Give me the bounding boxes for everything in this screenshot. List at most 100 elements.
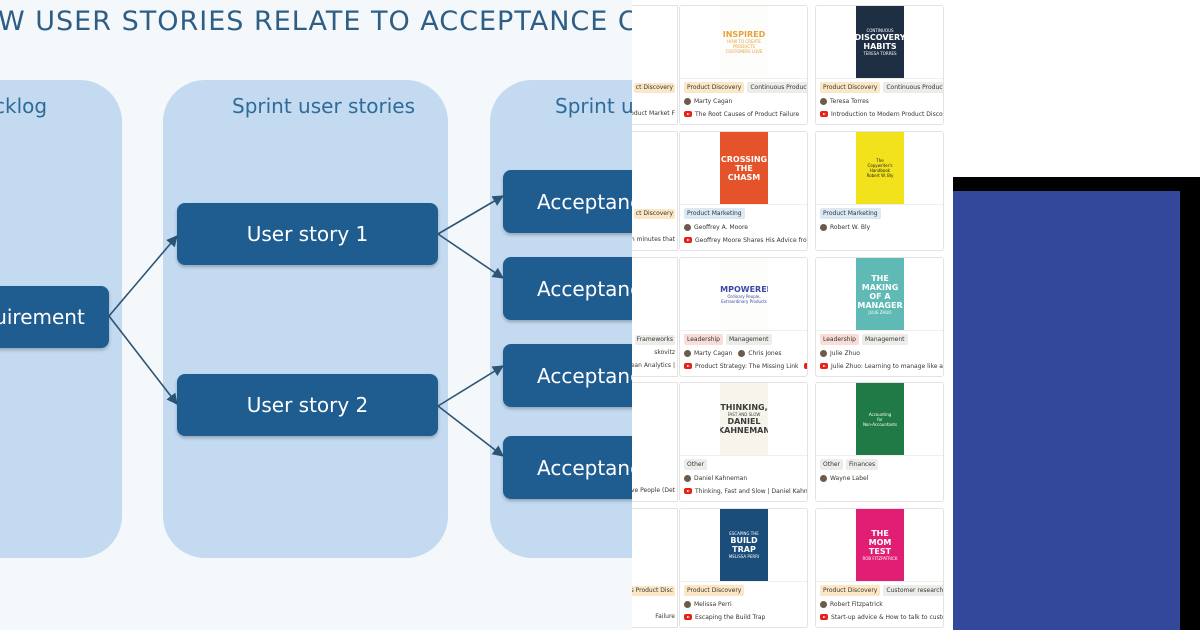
youtube-icon	[684, 111, 692, 117]
video-link-row[interactable]: Escaping the Build Trap	[684, 612, 765, 622]
category-tag[interactable]: Leadership	[684, 334, 723, 345]
author-avatar-icon	[684, 349, 691, 357]
user-story-2-box: User story 2	[177, 374, 438, 436]
video-title[interactable]: Geoffrey Moore Shares His Advice from 'C…	[695, 236, 807, 244]
video-link-row[interactable]: Geoffrey Moore Shares His Advice from 'C…	[684, 235, 807, 245]
partial-book-card[interactable]: ct DiscoveryProduct Market F	[632, 5, 678, 125]
video-title[interactable]: Product Strategy: The Missing Link	[695, 362, 799, 370]
book-cover-text: THE	[871, 273, 889, 283]
author-name[interactable]: Geoffrey A. Moore	[694, 223, 748, 231]
category-tag[interactable]: ct Discovery	[633, 83, 675, 93]
video-link-row[interactable]: Product Strategy: The Missing LinkEMP	[684, 361, 807, 371]
arrow-req-to-story1	[108, 235, 178, 317]
author-row: Julie Zhuo	[820, 348, 860, 358]
category-tag[interactable]: Customer research	[883, 585, 943, 596]
author-name[interactable]: Julie Zhuo	[830, 349, 860, 357]
category-tag[interactable]: Finances	[846, 459, 879, 470]
video-link-row[interactable]: Start-up advice & How to talk to custome…	[820, 612, 943, 622]
category-tag[interactable]: Product Marketing	[684, 208, 745, 219]
category-tag[interactable]: Management	[725, 334, 772, 345]
author-name[interactable]: Marty Cagan	[694, 349, 733, 357]
author-avatar-icon	[820, 97, 827, 105]
partial-card-text: skovitz	[654, 349, 675, 356]
author-name[interactable]: Teresa Torres	[830, 97, 869, 105]
author-name[interactable]: Chris Jones	[748, 349, 782, 357]
book-cover-text: MOM	[868, 538, 892, 547]
partial-book-card[interactable]: ve People (Det	[632, 382, 678, 502]
video-title[interactable]: The Root Causes of Product Failure	[695, 110, 800, 118]
category-tag[interactable]: Product Discovery	[820, 82, 881, 93]
book-cover[interactable]: EMPOWEREDOrdinary People, Extraordinary …	[720, 258, 768, 330]
book-cover-text: BUILD	[730, 536, 758, 545]
category-tag[interactable]: Management	[861, 334, 908, 345]
category-tag[interactable]: Product Marketing	[820, 208, 881, 219]
youtube-icon	[820, 614, 828, 620]
category-tag[interactable]: Continuous Product Discovery	[747, 82, 807, 93]
book-card[interactable]: EMPOWEREDOrdinary People, Extraordinary …	[679, 257, 808, 377]
partial-card-text: ean Analytics |	[632, 362, 675, 369]
book-cover-area: EMPOWEREDOrdinary People, Extraordinary …	[680, 258, 807, 331]
video-link-row[interactable]: Julie Zhuo: Learning to manage like a le…	[820, 361, 943, 371]
category-tag[interactable]: Other	[684, 459, 708, 470]
video-title[interactable]: Escaping the Build Trap	[695, 613, 766, 621]
author-name[interactable]: Robert W. Bly	[830, 223, 871, 231]
author-name[interactable]: Daniel Kahneman	[694, 474, 748, 482]
category-tag[interactable]: Other	[820, 459, 844, 470]
video-link-row[interactable]: Thinking, Fast and Slow | Daniel Kahnema…	[684, 486, 808, 496]
author-row: Daniel Kahneman	[684, 473, 747, 483]
video-title[interactable]: Thinking, Fast and Slow | Daniel Kahnema…	[695, 487, 808, 495]
author-name[interactable]: Marty Cagan	[694, 97, 733, 105]
category-tag[interactable]: Frameworks	[634, 335, 675, 345]
category-tag[interactable]: Product Discovery	[684, 82, 745, 93]
author-avatar-icon	[738, 349, 746, 357]
partial-book-card[interactable]: Frameworks skovitz ean Analytics |	[632, 257, 678, 377]
video-link-row[interactable]: Introduction to Modern Product Discovery	[820, 109, 944, 119]
category-tag[interactable]: ct Discovery	[633, 209, 675, 219]
author-name[interactable]: Robert Fitzpatrick	[830, 600, 883, 608]
category-tag[interactable]: Continuous Product Discovery	[883, 82, 943, 93]
category-tag[interactable]: Product Discovery	[820, 585, 881, 596]
author-name[interactable]: Wayne Label	[830, 474, 869, 482]
youtube-icon	[684, 237, 692, 243]
video-title[interactable]: Julie Zhuo: Learning to manage like a le…	[831, 362, 943, 370]
author-avatar-icon	[820, 600, 827, 608]
book-cover-text: KAHNEMAN	[720, 426, 768, 435]
author-name[interactable]: Melissa Perri	[694, 600, 732, 608]
book-cover-text: HOW TO CREATE PRODUCTS CUSTOMERS LOVE	[725, 39, 763, 54]
category-tag[interactable]: Product Discovery	[684, 585, 745, 596]
video-title[interactable]: Introduction to Modern Product Discovery	[831, 110, 944, 118]
book-cover-text: Non-Accountants	[862, 421, 898, 427]
category-tag[interactable]: s Product Disc	[632, 586, 675, 596]
video-link-row[interactable]: The Root Causes of Product Failure	[684, 109, 799, 119]
category-tag[interactable]: Leadership	[820, 334, 859, 345]
author-avatar-icon	[820, 474, 827, 482]
author-row: Marty Cagan	[684, 96, 732, 106]
video-title[interactable]: Start-up advice & How to talk to custome…	[831, 613, 943, 621]
youtube-icon	[684, 363, 692, 369]
book-cover-text: Ordinary People, Extraordinary Products	[721, 293, 767, 304]
partial-book-card[interactable]: ct Discovery n minutes that	[632, 131, 678, 251]
book-cover-text: THE	[735, 163, 753, 173]
author-avatar-icon	[684, 223, 691, 231]
partial-card-text: n minutes that	[632, 236, 675, 243]
